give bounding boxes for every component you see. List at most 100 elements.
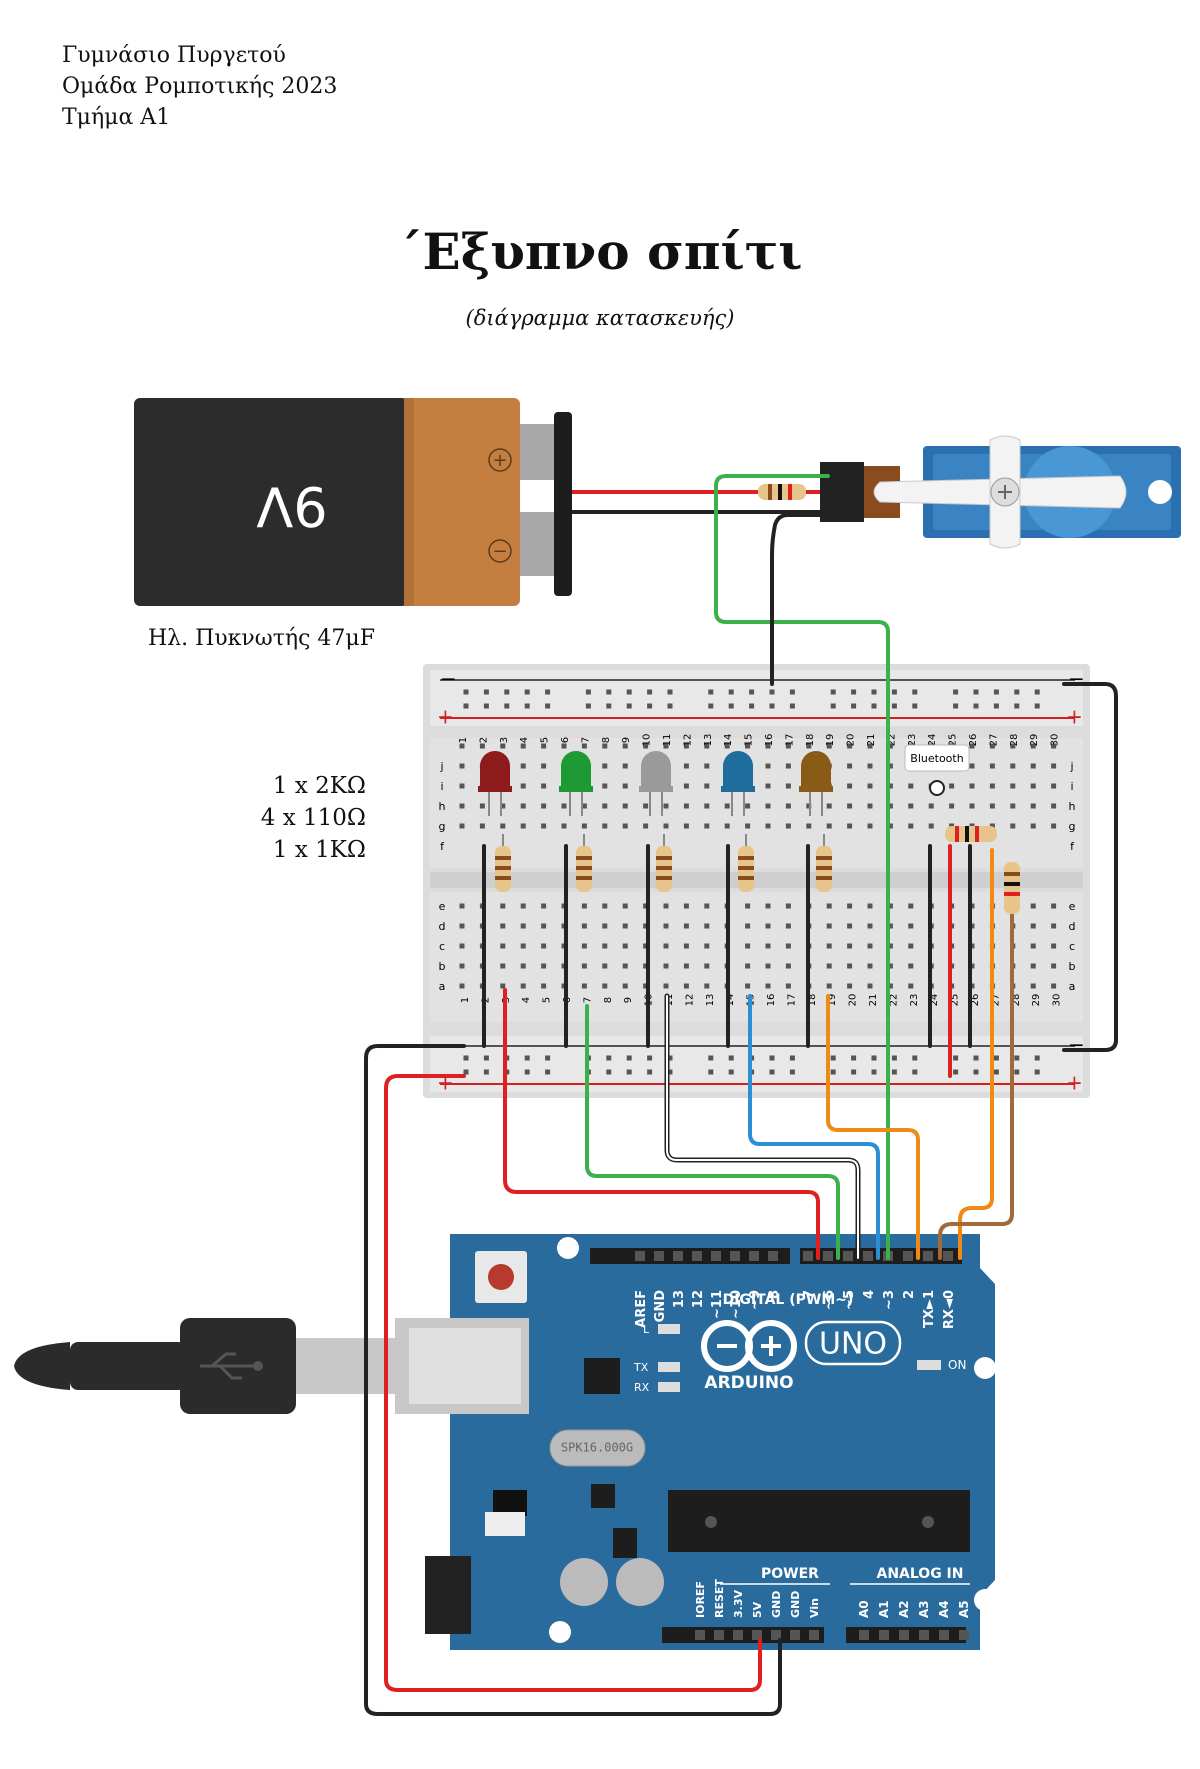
bluetooth-rx-wire <box>938 898 1014 1260</box>
column-label: 12 <box>682 734 693 747</box>
column-label: 11 <box>662 734 673 747</box>
power-pin-label: 3.3V <box>732 1590 745 1618</box>
battery-plus: + <box>492 450 507 471</box>
row-label: c <box>439 940 445 953</box>
row-label: i <box>1070 780 1073 793</box>
digital-label: DIGITAL (PWM~) <box>723 1292 854 1308</box>
power-wire <box>384 1074 762 1692</box>
row-label: a <box>439 980 446 993</box>
digital-pin-label: 7 <box>802 1290 817 1299</box>
power-pin-label: Vin <box>808 1598 821 1618</box>
analog-pin-label: A1 <box>877 1600 891 1618</box>
column-label: 26 <box>970 994 981 1007</box>
column-label: 22 <box>886 734 897 747</box>
column-label: 28 <box>1009 734 1020 747</box>
digital-pin-label: ~9 <box>748 1290 763 1310</box>
bluetooth-resistor-2k <box>945 826 997 842</box>
page-title: ΄Εξυπνο σπίτι <box>397 222 803 281</box>
green-led-wire <box>585 1004 840 1260</box>
column-label: 9 <box>621 737 632 743</box>
digital-pin-label: 12 <box>691 1290 706 1308</box>
resistor-list: 1 x 2ΚΩ 4 x 110Ω 1 x 1ΚΩ <box>261 770 366 866</box>
column-label: 19 <box>825 734 836 747</box>
column-label: 27 <box>988 734 999 747</box>
column-label: 14 <box>725 994 736 1007</box>
led <box>799 751 833 816</box>
arduino-model: UNO <box>819 1327 887 1362</box>
column-label: 28 <box>1011 994 1022 1007</box>
digital-pin-label: 2 <box>902 1290 917 1299</box>
plus-terminal-icon <box>488 448 512 472</box>
row-label: a <box>1069 980 1076 993</box>
column-label: 21 <box>868 994 879 1007</box>
minus-terminal-icon <box>488 539 512 563</box>
team-name: Ομάδα Ρομποτικής 2023 <box>62 74 338 99</box>
column-label: 30 <box>1052 994 1063 1007</box>
on-label: ON <box>948 1358 966 1372</box>
column-label: 2 <box>478 737 489 743</box>
power-label: POWER <box>761 1566 819 1582</box>
arduino-brand: ARDUINO <box>704 1373 793 1393</box>
row-label: h <box>1069 800 1076 813</box>
breadboard-labels: 1122334455667788991010111112121313141415… <box>439 734 1076 1007</box>
power-pin-label: IOREF <box>694 1581 707 1618</box>
row-label: b <box>439 960 446 973</box>
column-label: 17 <box>784 734 795 747</box>
led-resistor <box>816 834 832 892</box>
column-label: 7 <box>582 997 593 1003</box>
rail-plus-bottom-right: + <box>1066 1071 1083 1095</box>
analog-pin-label: A2 <box>897 1600 911 1618</box>
red-led-wire <box>503 988 820 1260</box>
led-l-label: L <box>643 1323 650 1336</box>
page-subtitle: (διάγραμμα κατασκευής) <box>465 306 735 330</box>
resistor-list-item: 4 x 110Ω <box>260 805 366 831</box>
column-label: 19 <box>827 994 838 1007</box>
capacitor-label: Ηλ. Πυκνωτής 47μF <box>148 626 375 651</box>
analog-pin-label: A4 <box>937 1600 951 1618</box>
led-resistor <box>495 834 511 892</box>
row-label: e <box>1069 900 1076 913</box>
power-pin-label: 5V <box>751 1601 764 1618</box>
led-tx-label: TX <box>633 1361 649 1374</box>
rail-minus-top-right: − <box>1068 667 1085 691</box>
battery-voltage-label: 9V <box>256 474 327 537</box>
column-label: 29 <box>1031 994 1042 1007</box>
column-label: 1 <box>460 997 471 1003</box>
led <box>639 751 673 816</box>
bluetooth-resistor-1k <box>1004 862 1020 914</box>
column-label: 20 <box>848 994 859 1007</box>
servo-ground-wire <box>770 513 830 686</box>
column-label: 30 <box>1050 734 1061 747</box>
led <box>721 751 755 816</box>
row-label: h <box>439 800 446 813</box>
column-label: 16 <box>764 734 775 747</box>
rail-minus-top-left: − <box>440 667 457 691</box>
rail-plus-top-left: + <box>437 705 454 729</box>
bluetooth-module: Bluetooth <box>904 744 970 796</box>
row-label: b <box>1069 960 1076 973</box>
school-name: Γυμνάσιο Πυργετού <box>62 43 286 68</box>
bluetooth-tx-wire <box>958 848 994 1260</box>
digital-pin-label: AREF <box>634 1290 649 1328</box>
column-label: 9 <box>623 997 634 1003</box>
column-label: 23 <box>909 994 920 1007</box>
column-label: 25 <box>950 994 961 1007</box>
power-pin-label: GND <box>770 1591 783 1618</box>
led-resistor <box>738 834 754 892</box>
digital-pin-label: TX►1 <box>922 1290 937 1328</box>
power-pin-label: RESET <box>713 1579 726 1618</box>
rail-minus-bottom-right: − <box>1068 1033 1085 1057</box>
column-label: 5 <box>542 997 553 1003</box>
digital-pin-label: ~3 <box>882 1290 897 1310</box>
digital-pin-label: GND <box>653 1290 668 1323</box>
column-label: 4 <box>521 997 532 1003</box>
crystal-label: SPK16.000G <box>561 1441 633 1455</box>
rail-plus-top-right: + <box>1066 705 1083 729</box>
digital-pin-label: 13 <box>672 1290 687 1308</box>
digital-pin-label: 8 <box>767 1290 782 1299</box>
column-label: 29 <box>1029 734 1040 747</box>
row-label: d <box>439 920 446 933</box>
arduino-uno: SPK16.000G ARDUINO UNO ON L TX RX DIGITA… <box>395 1234 996 1650</box>
column-label: 14 <box>723 734 734 747</box>
